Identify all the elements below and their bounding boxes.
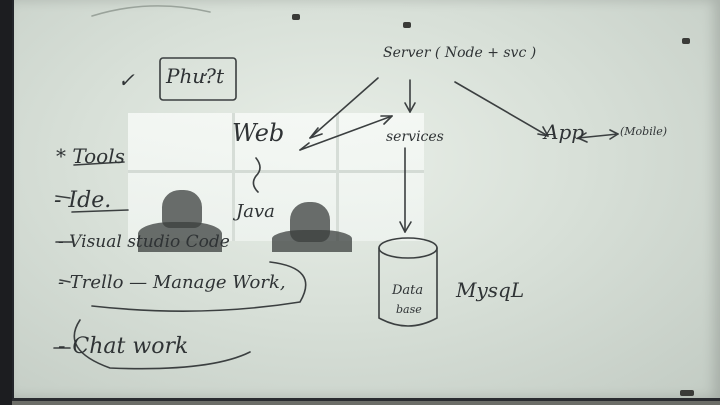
board-magnet: [292, 14, 300, 20]
board-magnet: [403, 22, 411, 28]
vscode-label: - Visual studio Code: [58, 232, 230, 252]
services-label: services: [386, 129, 444, 145]
chatwork-label: - Chat work: [58, 334, 189, 359]
tools-label: * Tools: [56, 144, 125, 168]
database-label-line1: Data: [392, 283, 424, 298]
app-label: App: [544, 120, 585, 144]
person-reflection-head: [162, 190, 202, 228]
trello-label: - Trello — Manage Work,: [58, 272, 286, 293]
board-frame-left: [0, 0, 12, 405]
marker-tray-clip: [680, 390, 694, 396]
server-label: Server ( Node + svc ): [383, 45, 537, 61]
title-box-text: Phư?t: [166, 64, 224, 88]
mobile-label: (Mobile): [620, 125, 668, 138]
web-label: Web: [232, 119, 285, 147]
window-pane-divider: [128, 170, 424, 173]
check-mark: ✓: [118, 68, 135, 92]
board-magnet: [682, 38, 690, 44]
person-reflection-body: [272, 230, 352, 252]
database-label-line2: base: [396, 303, 422, 316]
person-reflection-body: [138, 222, 222, 252]
window-pane-divider: [336, 113, 339, 241]
mysql-label: MysqL: [456, 278, 525, 302]
window-pane-divider: [232, 113, 235, 241]
java-label: Java: [236, 201, 275, 222]
title-box-outline: [159, 57, 237, 101]
ide-label: - Ide.: [54, 188, 112, 213]
